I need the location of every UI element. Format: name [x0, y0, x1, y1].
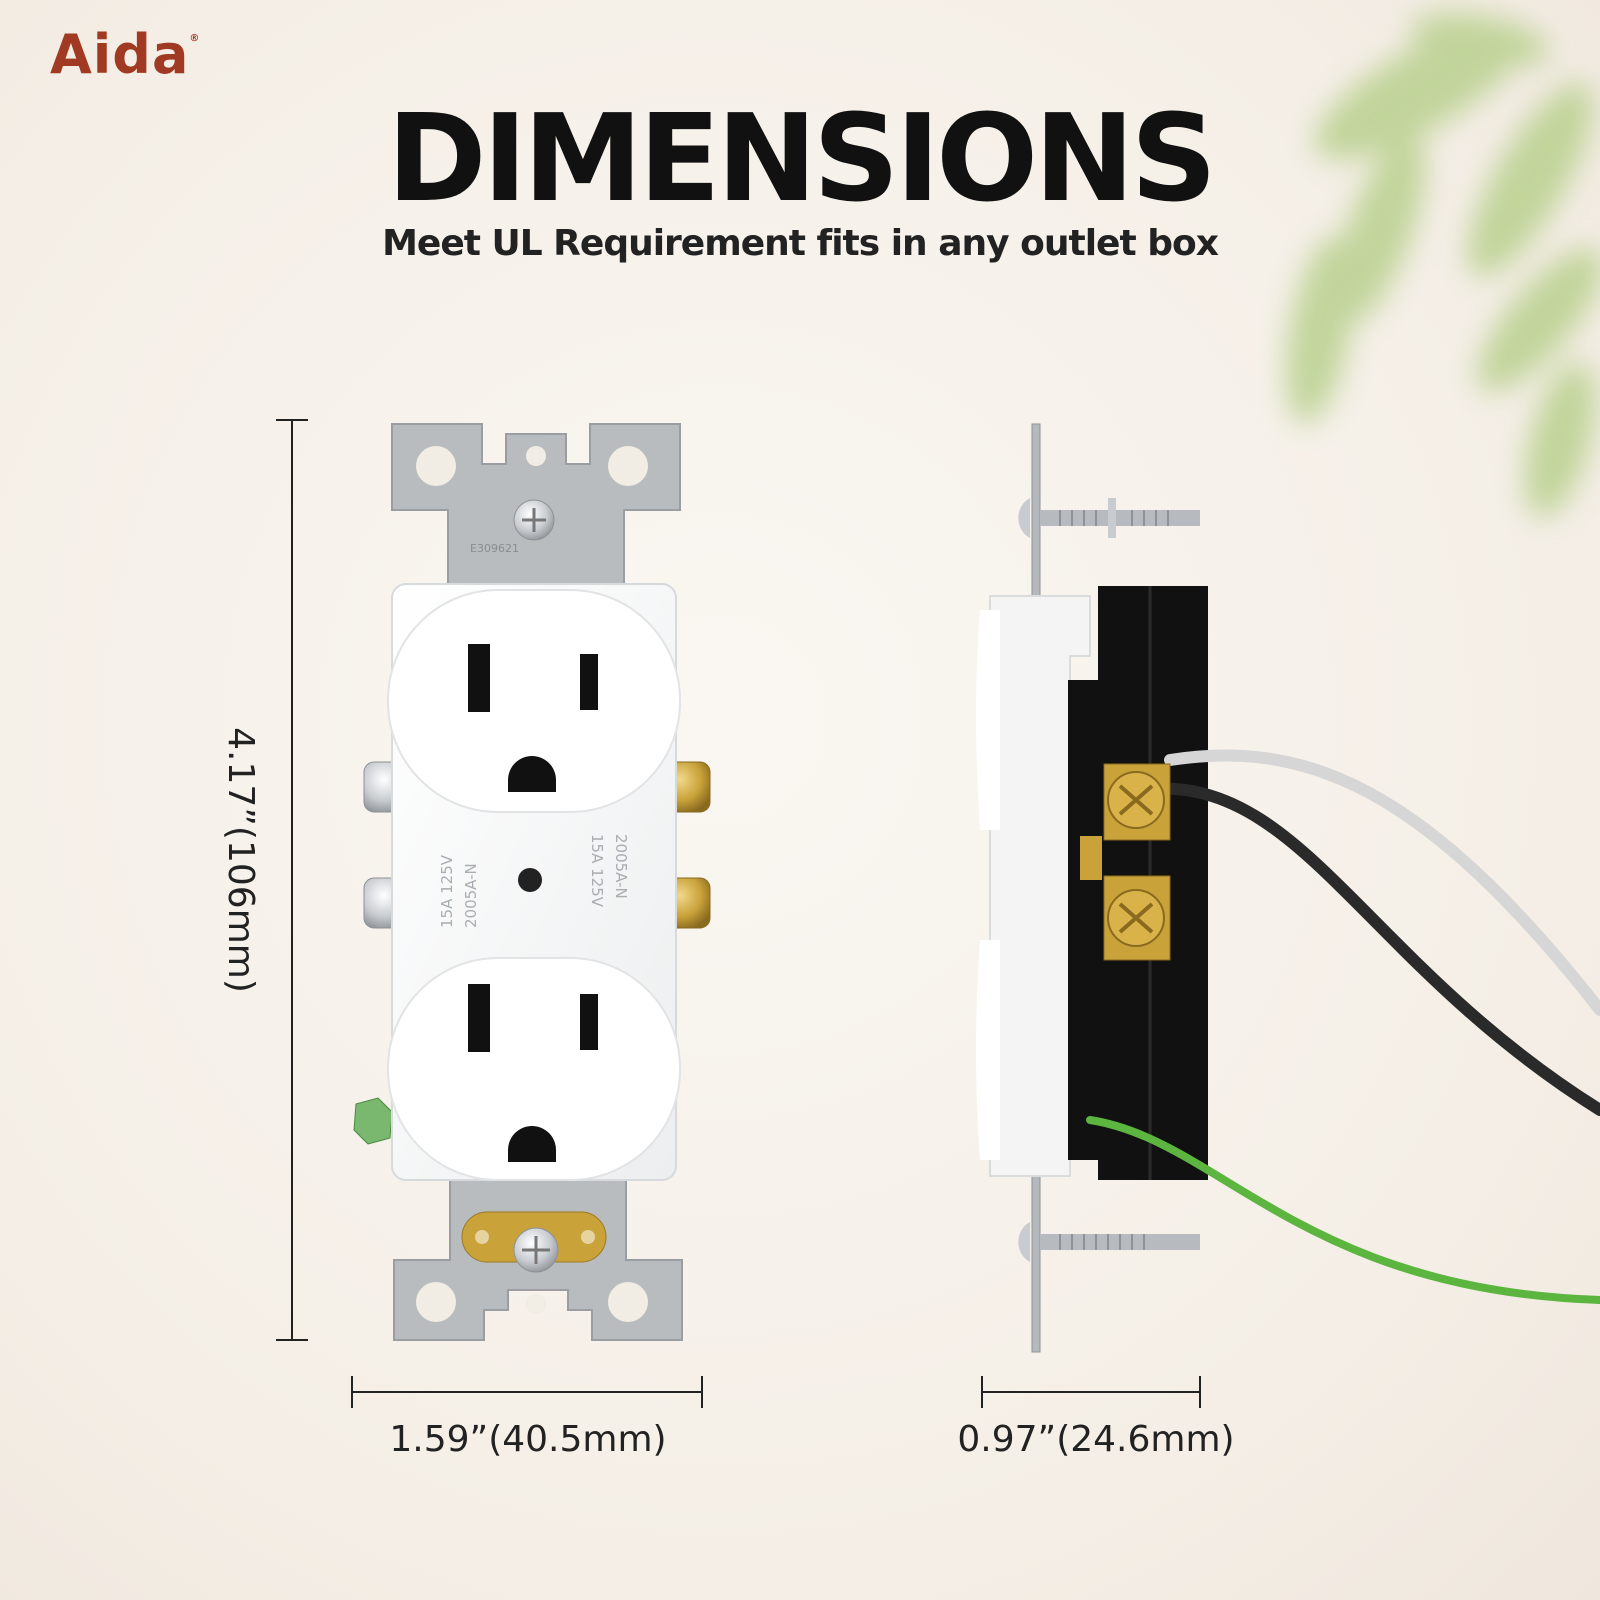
page-subtitle: Meet UL Requirement fits in any outlet b…: [382, 223, 1219, 264]
side-brass-terminals: [1080, 763, 1171, 961]
ground-terminal-screw: [353, 1097, 393, 1145]
width-dimension-label: 1.59”(40.5mm): [389, 1419, 667, 1460]
front-width-dimension-line: [351, 1376, 703, 1408]
side-face: [989, 595, 1091, 1177]
svg-text:2005A-N: 2005A-N: [462, 863, 480, 928]
receptacle-lower: [387, 957, 681, 1181]
receptacle-upper: [387, 589, 681, 813]
mounting-screw-bottom: [1018, 1222, 1200, 1262]
face-markings: 15A 125V 2005A-N 15A 125V 2005A-N: [438, 834, 630, 928]
brand-logo: Aida®: [50, 23, 201, 86]
wires: [1086, 749, 1600, 1304]
page-title: DIMENSIONS: [386, 90, 1217, 229]
svg-text:15A 125V: 15A 125V: [438, 854, 456, 928]
side-depth-dimension-line: [981, 1376, 1201, 1408]
mounting-screw-top: [1018, 498, 1200, 538]
svg-text:15A 125V: 15A 125V: [588, 834, 606, 908]
center-screw-hole: [518, 868, 542, 892]
strap-screw-bottom: [513, 1227, 559, 1273]
height-dimension-line: [276, 419, 308, 1341]
strap-screw-top: [513, 499, 555, 541]
svg-text:2005A-N: 2005A-N: [612, 834, 630, 899]
depth-dimension-label: 0.97”(24.6mm): [957, 1419, 1235, 1460]
strap-marking: E309621: [470, 542, 519, 555]
